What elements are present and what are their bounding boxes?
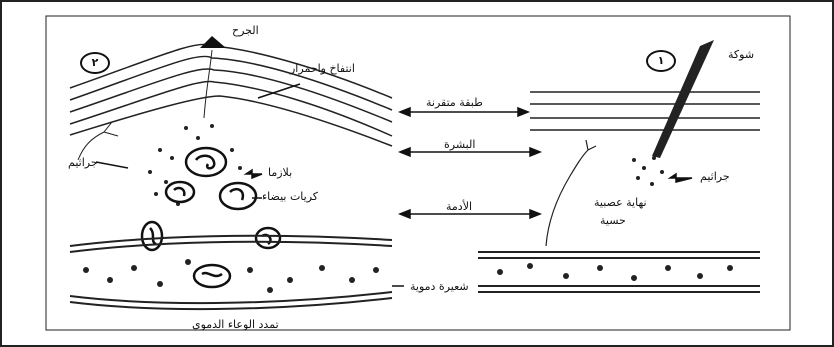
label-swelling: انتفاخ واحمرار xyxy=(290,62,355,75)
label-right-germs: جراثيم xyxy=(700,170,730,183)
panel-2-badge: ٢ xyxy=(80,52,110,74)
label-thorn: شوكة xyxy=(728,48,754,61)
label-capillary: شعيرة دموية xyxy=(410,280,469,293)
label-stratum-corneum: طبقة متقرنة xyxy=(426,96,483,109)
label-epidermis: البشرة xyxy=(444,138,475,151)
label-left-germs: جراثيم xyxy=(68,156,98,169)
label-dermis: الأدمة xyxy=(446,200,472,213)
label-wound: الجرح xyxy=(232,24,259,37)
label-nerve-ending-1: نهاية عصبية xyxy=(594,196,647,209)
label-plasma: بلازما xyxy=(268,166,292,179)
panel-1-badge: ١ xyxy=(646,50,676,72)
label-nerve-ending-2: حسية xyxy=(600,214,626,227)
label-vessel-dilation: تمدد الوعاء الدموي xyxy=(192,318,279,331)
label-white-cells: كريات بيضاء xyxy=(262,190,318,203)
